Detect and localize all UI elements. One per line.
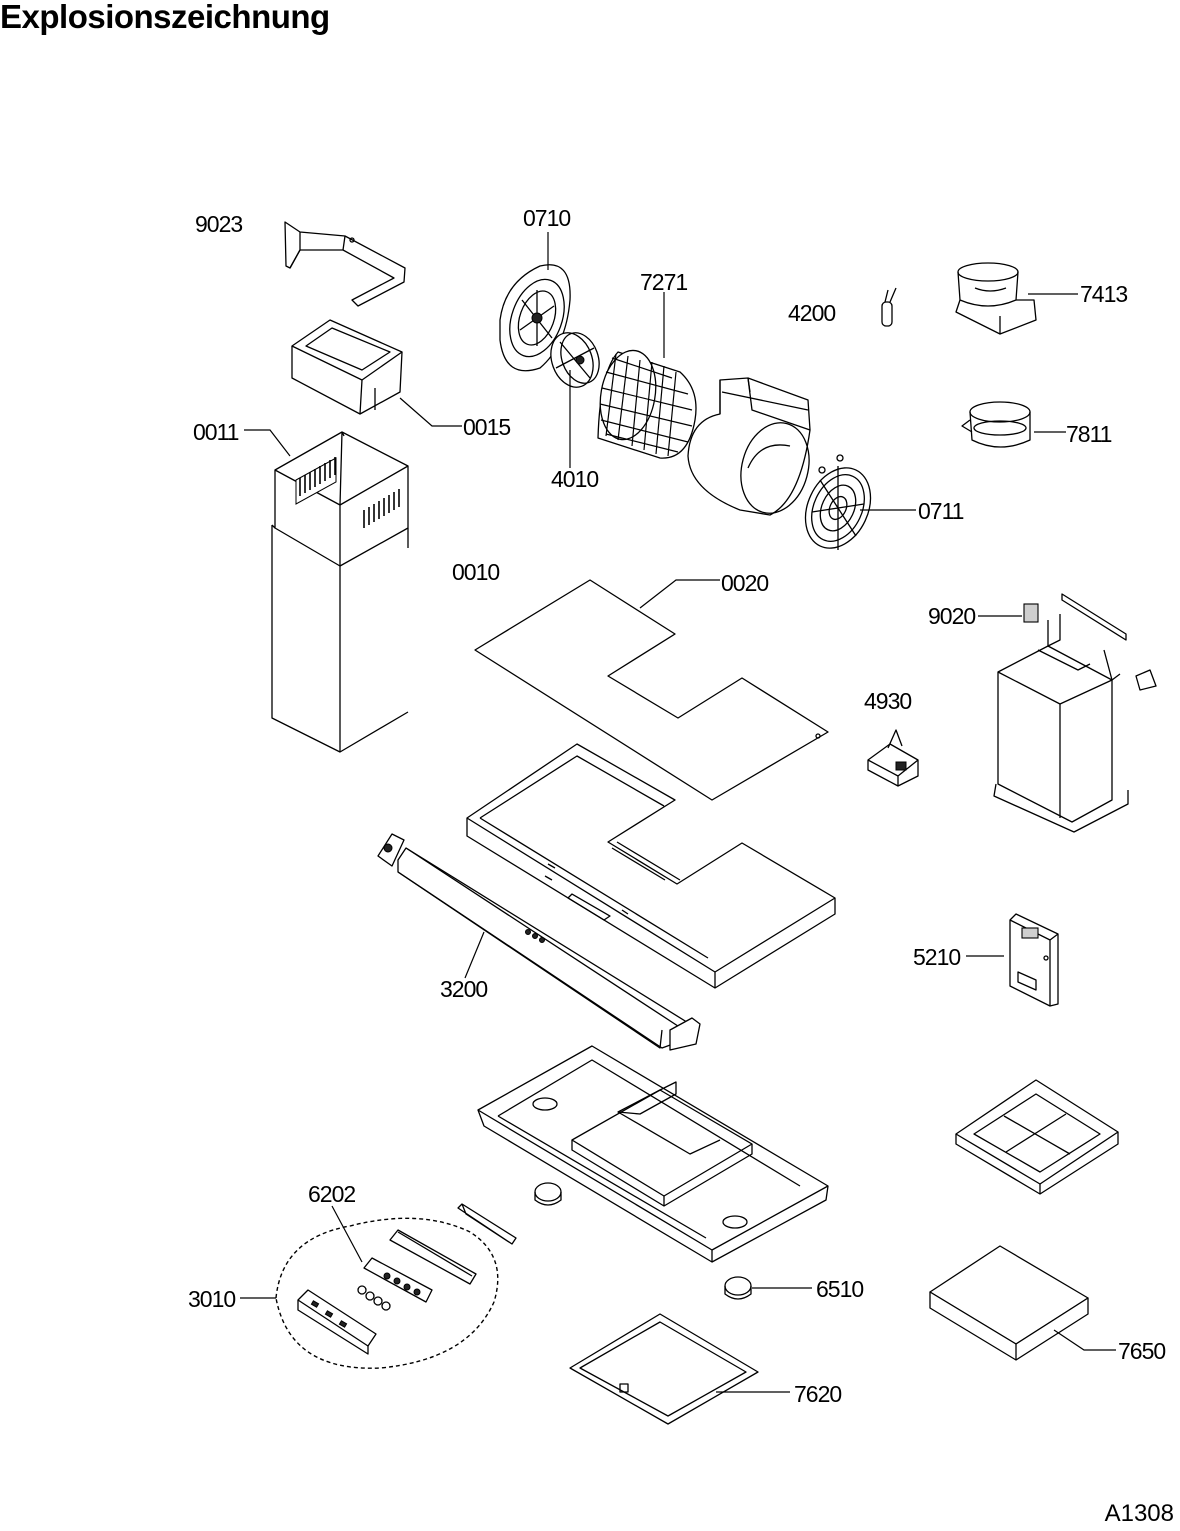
part-5210-circuit-board: [1009, 913, 1059, 1007]
label-0710: 0710: [523, 205, 570, 231]
label-4930: 4930: [864, 688, 911, 714]
part-filter-frame: [955, 1079, 1119, 1195]
part-small-bracket: [457, 1203, 517, 1245]
label-3200: 3200: [440, 976, 487, 1002]
page-title: Explosionszeichnung: [0, 0, 330, 35]
label-7811: 7811: [1066, 421, 1112, 447]
part-0011-upper-chimney: [274, 431, 409, 567]
part-6510-knob: [724, 1276, 752, 1300]
label-7271: 7271: [640, 269, 687, 295]
part-3010-button-panel: [297, 1289, 377, 1355]
label-9020: 9020: [928, 603, 975, 629]
label-5210: 5210: [913, 944, 960, 970]
part-4200-capacitor: [881, 287, 897, 327]
label-6202: 6202: [308, 1181, 355, 1207]
part-knob-upper: [534, 1182, 562, 1206]
part-4010-motor: [550, 332, 600, 388]
part-7271-blower-wheel: [597, 349, 697, 459]
part-hood-body: [466, 743, 836, 989]
label-0010: 0010: [452, 559, 499, 585]
label-4010: 4010: [551, 466, 598, 492]
part-0015-plate: [291, 319, 403, 415]
part-0010-lower-chimney: [271, 524, 409, 753]
part-9023-bracket: [284, 221, 406, 307]
label-7650: 7650: [1118, 1338, 1165, 1364]
label-3010: 3010: [188, 1286, 235, 1312]
part-3200-control-strip: [377, 833, 701, 1051]
part-7413-duct-connector: [955, 262, 1037, 335]
part-labels: 9023 0710 7271 4200 7413 0015 0011 7811 …: [188, 205, 1166, 1407]
label-7413: 7413: [1080, 281, 1127, 307]
part-9020-mounting-box: [993, 593, 1157, 833]
part-7620-grease-filter: [569, 1313, 759, 1425]
label-0011: 0011: [193, 419, 239, 445]
label-6510: 6510: [816, 1276, 863, 1302]
part-hood-tray: [477, 1045, 829, 1263]
part-4930-switch: [867, 729, 919, 787]
part-6202-control-board: [357, 1229, 477, 1311]
document-code: A1308: [1104, 1500, 1174, 1527]
label-0711: 0711: [918, 498, 964, 524]
label-7620: 7620: [794, 1381, 841, 1407]
part-7650-carbon-filter: [929, 1245, 1089, 1361]
part-blower-housing: [687, 377, 811, 516]
part-0020-top-plate: [474, 579, 829, 801]
label-9023: 9023: [195, 211, 242, 237]
leader-lines: [240, 232, 1116, 1393]
label-4200: 4200: [788, 300, 835, 326]
label-0020: 0020: [721, 570, 768, 596]
label-0015: 0015: [463, 414, 510, 440]
part-7811-ring: [961, 401, 1031, 448]
part-0711-grille: [804, 454, 872, 550]
